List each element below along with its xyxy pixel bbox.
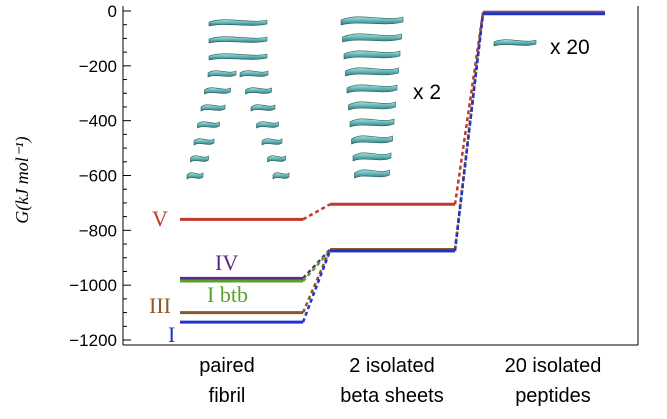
series-label: I xyxy=(168,322,175,347)
transition-connector xyxy=(302,250,331,282)
annotation-x2: x 2 xyxy=(413,81,441,104)
ribbon-strand xyxy=(343,50,401,60)
ribbon-strand xyxy=(204,87,231,95)
series-v xyxy=(180,10,605,221)
y-tick-label: −800 xyxy=(79,221,117,240)
ribbon-strand xyxy=(193,138,215,146)
ribbon-strand xyxy=(250,104,276,112)
ribbon-strand xyxy=(340,16,404,26)
peptide-structure-image xyxy=(493,39,537,47)
energy-level-marks xyxy=(180,10,605,324)
ribbon-strand xyxy=(190,155,209,163)
category-label-line1: paired xyxy=(199,355,255,377)
ribbon-strand xyxy=(493,39,537,47)
axes: 0 −200 −400 −600 −800 −1000 −1200 xyxy=(69,2,639,350)
y-tick-label: −600 xyxy=(79,167,117,186)
ribbon-strand xyxy=(208,36,268,44)
y-tick-label: −1000 xyxy=(69,276,117,295)
category-label-line2: peptides xyxy=(515,385,591,407)
y-tick-label: −400 xyxy=(79,112,117,131)
ribbon-strand xyxy=(261,138,283,146)
category-label-line1: 2 isolated xyxy=(349,355,435,377)
annotation-x20: x 20 xyxy=(550,36,590,59)
transition-connector xyxy=(302,203,331,221)
series-label: I btb xyxy=(207,282,248,307)
ribbon-strand xyxy=(346,84,398,94)
ribbon-strand xyxy=(349,118,395,128)
ribbon-strand xyxy=(207,70,237,78)
y-axis-label: G(kJ mol⁻¹) xyxy=(12,136,33,223)
transition-connector xyxy=(301,249,332,314)
ribbon-strand xyxy=(186,172,204,180)
series-label: IV xyxy=(215,250,238,275)
ribbon-strand xyxy=(200,104,226,112)
beta-sheet-structure-image xyxy=(340,16,404,179)
ribbon-strand xyxy=(348,101,396,111)
ribbon-strand xyxy=(342,33,402,43)
category-labels: paired fibril 2 isolated beta sheets 20 isol… xyxy=(199,355,601,407)
category-label-line2: fibril xyxy=(209,385,246,407)
ribbon-strand xyxy=(352,152,392,162)
ribbon-strand xyxy=(208,19,268,27)
paired-fibril-structure-image xyxy=(186,19,290,180)
transition-connector xyxy=(453,13,485,252)
ribbon-strand xyxy=(351,135,393,145)
ribbon-strand xyxy=(345,67,399,77)
y-tick-label: −1200 xyxy=(69,331,117,350)
series-label: V xyxy=(152,206,168,231)
y-tick-label: 0 xyxy=(108,2,117,21)
y-tick-label: −200 xyxy=(79,57,117,76)
ribbon-strand xyxy=(256,121,279,129)
series-i xyxy=(180,12,605,324)
ribbon-strand xyxy=(267,155,286,163)
ribbon-strand xyxy=(245,87,272,95)
category-label-line1: 20 isolated xyxy=(505,355,602,377)
ribbon-strand xyxy=(354,169,390,179)
ribbon-strand xyxy=(272,172,290,180)
ribbon-strand xyxy=(197,121,220,129)
ribbon-strand xyxy=(208,53,268,61)
series-label: III xyxy=(149,293,171,318)
category-label-line2: beta sheets xyxy=(340,385,443,407)
transition-connector xyxy=(301,250,332,323)
ribbon-strand xyxy=(239,70,269,78)
